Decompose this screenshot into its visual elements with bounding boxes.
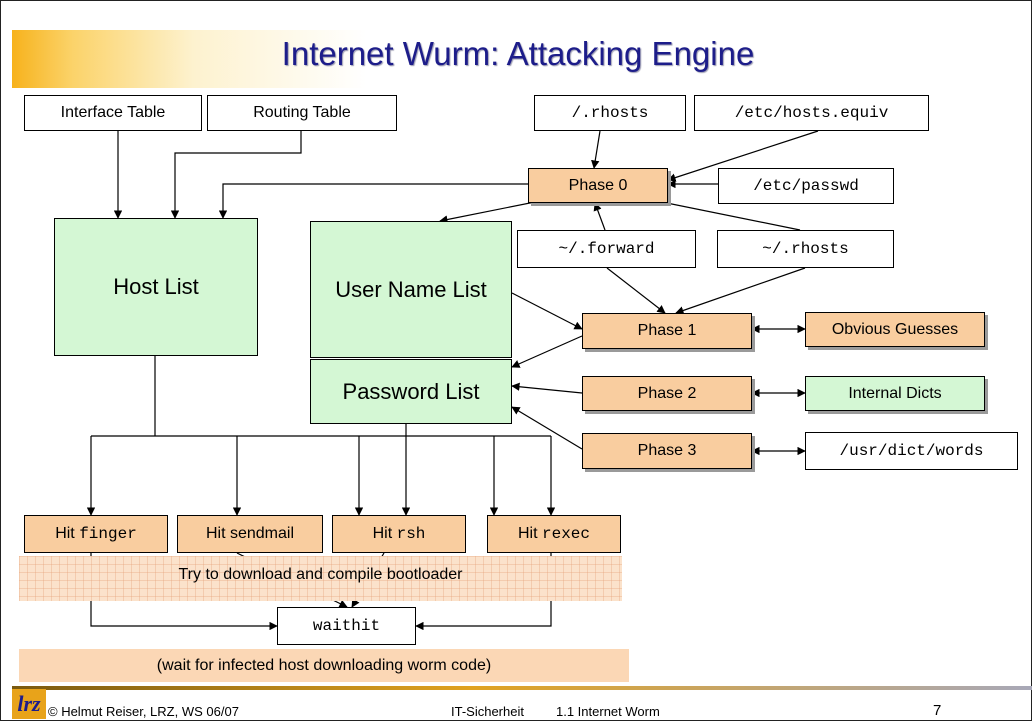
hit-rexec-label: rexec [541, 525, 590, 543]
hit-rsh-label: rsh [396, 525, 426, 543]
hit-finger-box: Hit finger [24, 515, 168, 553]
hit-rexec-box: Hit rexec [487, 515, 621, 553]
hit-sendmail-box: Hit sendmail [177, 515, 323, 553]
phase1-box: Phase 1 [582, 313, 752, 349]
footer-author: © Helmut Reiser, LRZ, WS 06/07 [48, 704, 239, 719]
forward-box: ~/.forward [517, 230, 696, 268]
slide-title: Internet Wurm: Attacking Engine [281, 35, 755, 72]
bootloader-note: Try to download and compile bootloader [178, 566, 463, 583]
password-list-box: Password List [310, 359, 512, 424]
hit-prefix: Hit [517, 525, 542, 542]
host-list-box: Host List [54, 218, 258, 356]
footer-rule [12, 686, 1032, 690]
usr-dict-words-box: /usr/dict/words [805, 432, 1018, 470]
lrz-logo: lrz [12, 689, 46, 719]
hosts-equiv-box: /etc/hosts.equiv [694, 95, 929, 131]
user-rhosts-box: ~/.rhosts [717, 230, 894, 268]
hit-prefix: Hit [55, 525, 80, 542]
obvious-guesses-box: Obvious Guesses [805, 312, 985, 347]
waithit-box: waithit [277, 607, 416, 645]
hit-finger-label: finger [79, 525, 137, 543]
footer-section: 1.1 Internet Worm [556, 704, 660, 719]
phase3-box: Phase 3 [582, 433, 752, 469]
footer-course: IT-Sicherheit [451, 704, 524, 719]
user-name-list-box: User Name List [310, 221, 512, 358]
phase2-box: Phase 2 [582, 376, 752, 411]
footer-page-number: 7 [933, 702, 942, 719]
etc-passwd-box: /etc/passwd [718, 168, 894, 204]
internal-dicts-box: Internal Dicts [805, 376, 985, 411]
phase0-box: Phase 0 [528, 168, 668, 203]
hit-rsh-box: Hit rsh [332, 515, 466, 553]
bootloader-band [19, 556, 622, 601]
title-bar [12, 30, 1024, 88]
rhosts-box: /.rhosts [534, 95, 686, 131]
wait-note-box: (wait for infected host downloading worm… [19, 649, 629, 682]
hit-prefix: Hit [372, 525, 397, 542]
routing-table-box: Routing Table [207, 95, 397, 131]
interface-table-box: Interface Table [24, 95, 202, 131]
